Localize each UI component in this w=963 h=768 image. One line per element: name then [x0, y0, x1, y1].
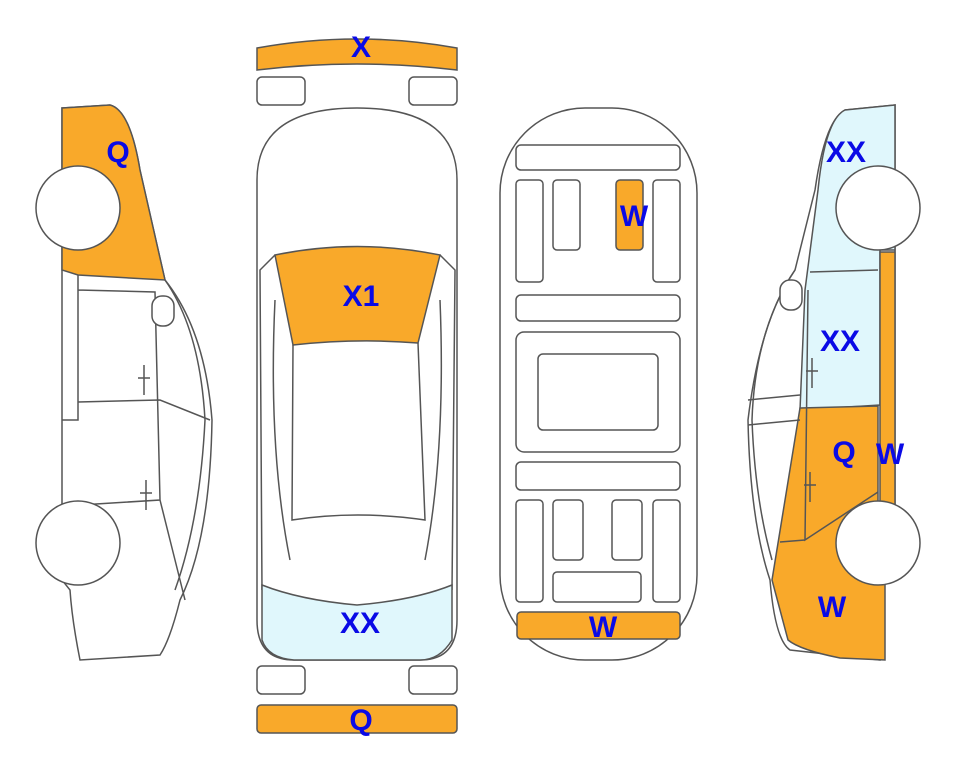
underbody-rear-panel[interactable]: [516, 611, 681, 640]
label-right-rear-door: Q: [832, 436, 855, 469]
label-right-front-door: XX: [820, 325, 860, 358]
right-rear-panel[interactable]: [771, 405, 896, 661]
right-rear-wheel: [835, 500, 921, 586]
left-rear-wheel: [35, 500, 121, 586]
left-side-view: Q: [35, 104, 213, 661]
front-bumper[interactable]: [256, 38, 458, 71]
label-windshield: X1: [343, 280, 380, 313]
right-front-wheel: [835, 165, 921, 251]
label-underbody-front: W: [620, 200, 649, 233]
label-right-rear: W: [818, 591, 847, 624]
label-rear-window: XX: [340, 607, 380, 640]
label-right-side-front: XX: [826, 136, 866, 169]
label-rear-bumper: Q: [349, 704, 372, 737]
rear-window[interactable]: [261, 583, 453, 661]
right-side-view: XX XX Q W W: [747, 104, 921, 661]
label-underbody-rear: W: [589, 611, 618, 644]
underbody-front-panel[interactable]: [615, 179, 644, 251]
top-view: X X1 XX Q: [256, 31, 458, 737]
label-left-side-front: Q: [106, 136, 129, 169]
rear-bumper[interactable]: [256, 704, 458, 734]
label-right-sill: W: [876, 438, 905, 471]
left-front-wheel: [35, 165, 121, 251]
underbody-view: W W: [499, 107, 698, 661]
windshield[interactable]: [274, 245, 441, 346]
label-front-bumper: X: [351, 31, 371, 64]
